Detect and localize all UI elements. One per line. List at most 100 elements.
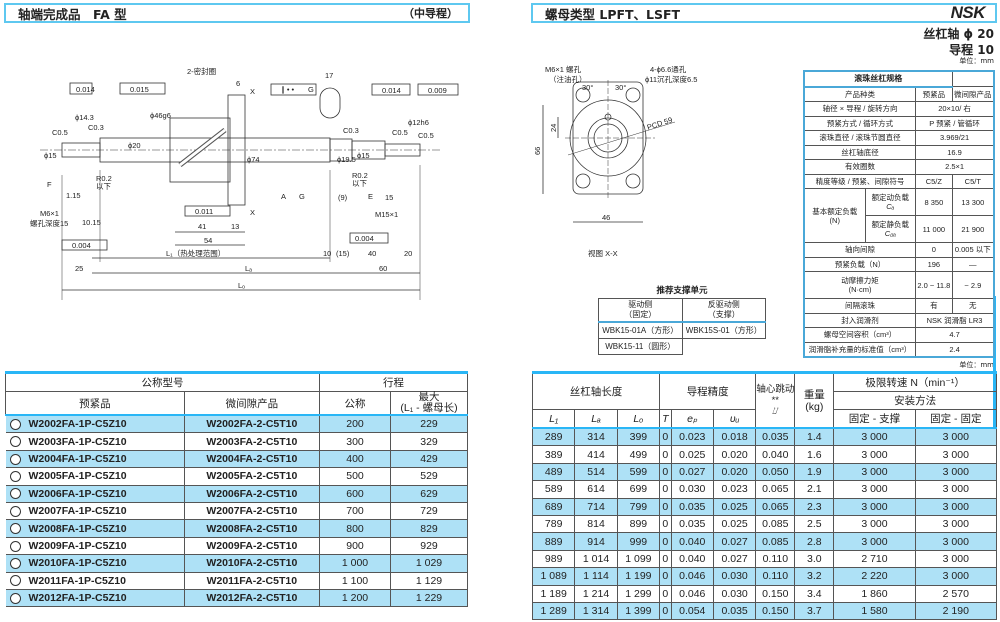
weight-cell: 2.3 (794, 497, 835, 516)
lb-cell: 514 (574, 462, 618, 482)
oil-hole-note: （注油孔） (549, 74, 587, 84)
header-weight-unit: (kg) (805, 400, 824, 413)
radio-select-icon[interactable] (9, 436, 21, 448)
micro-gap-model: W2011FA-2-C5T10 (184, 571, 321, 590)
thread-label: M6×1 (40, 209, 59, 218)
radio-select-icon[interactable] (9, 418, 21, 430)
dimension-label: 66 (533, 147, 542, 155)
preload-model-cell[interactable]: W2009FA-1P-C5Z10 (5, 536, 185, 556)
preload-model-cell[interactable]: W2012FA-1P-C5Z10 (5, 588, 185, 608)
speed-fixed-support-cell: 3 000 (833, 514, 916, 534)
preload-model-cell[interactable]: W2007FA-1P-C5Z10 (5, 501, 185, 521)
vu-cell: 0.023 (712, 480, 757, 499)
preload-model-cell[interactable]: W2011FA-1P-C5Z10 (5, 571, 185, 590)
preload-model: W2010FA-1P-C5Z10 (28, 557, 127, 570)
spec-value: NSK 润滑脂 LR3 (915, 312, 995, 328)
radio-select-icon[interactable] (9, 453, 21, 465)
weight-cell: 1.4 (794, 427, 835, 447)
page-edge-bar (993, 296, 996, 436)
header-runout-label: 轴心跳动 ** (756, 384, 795, 406)
spec-label: 丝杠轴底径 (803, 144, 917, 160)
radio-select-icon[interactable] (9, 558, 21, 570)
l1-cell: 1 289 (531, 601, 576, 621)
runout-cell: 0.085 (755, 532, 796, 551)
lb-cell: 814 (574, 514, 618, 534)
spec-value: 8 350 (915, 188, 953, 216)
speed-fixed-fixed-cell: 2 570 (914, 584, 998, 603)
dimension-label: (15) (336, 249, 350, 258)
right-section-header: 螺母类型 LPFT、LSFT NSK (531, 3, 997, 23)
dimension-label: (9) (338, 193, 348, 202)
spec-value: 21 900 (951, 215, 995, 243)
right-section-title: 螺母类型 LPFT、LSFT (545, 6, 681, 22)
dimension-label: 6 (236, 79, 240, 88)
l1-cell: 589 (531, 480, 576, 499)
spec-label: 额定动负载 (871, 193, 910, 202)
preload-model-cell[interactable]: W2003FA-1P-C5Z10 (5, 432, 185, 451)
speed-fixed-support-cell: 3 000 (833, 445, 916, 464)
section-mark: X (250, 87, 255, 96)
lb-cell: 714 (574, 497, 618, 516)
support-unit-item: WBK15S-01（方形） (681, 321, 766, 339)
unit-label: 单位：mm (959, 57, 994, 65)
lo-cell: 899 (616, 514, 661, 534)
ep-cell: 0.035 (670, 514, 714, 534)
spec-value: ~ 2.9 (951, 271, 995, 299)
radio-select-icon[interactable] (9, 471, 21, 483)
speed-fixed-fixed-cell: 3 000 (914, 480, 998, 499)
thread-label: M15×1 (375, 210, 398, 219)
preload-model-cell[interactable]: W2004FA-1P-C5Z10 (5, 449, 185, 469)
spec-label: 润滑脂补充量的标准值（cm³） (803, 341, 917, 358)
radio-select-icon[interactable] (9, 505, 21, 517)
length-lb-label: Lₐ (245, 264, 252, 273)
t-cell: 0 (659, 497, 672, 516)
preload-model-cell[interactable]: W2002FA-1P-C5Z10 (5, 414, 185, 434)
weight-cell: 3.0 (794, 549, 835, 569)
radio-select-icon[interactable] (9, 575, 21, 587)
radio-select-icon[interactable] (9, 488, 21, 500)
weight-cell: 1.6 (794, 445, 835, 464)
diameter-label: ϕ15 (44, 151, 57, 160)
specification-data-table: 丝杠轴长度 导程精度 轴心跳动 **⌰ 重量(kg) 极限转速 N（min⁻¹）… (531, 371, 998, 621)
preload-model-cell[interactable]: W2006FA-1P-C5Z10 (5, 484, 185, 503)
radio-select-icon[interactable] (9, 592, 21, 604)
screw-shaft (99, 137, 331, 163)
runout-cell: 0.150 (755, 601, 796, 621)
diameter-label: ϕ14.3 (75, 113, 94, 122)
speed-fixed-fixed-cell: 3 000 (914, 567, 998, 586)
stroke-max: 929 (390, 536, 468, 556)
drive-side-sub: （固定） (624, 310, 657, 319)
shaft-side-view (40, 82, 459, 300)
runout-label: 0.009 (428, 86, 447, 95)
speed-fixed-support-cell: 3 000 (833, 480, 916, 499)
speed-fixed-support-cell: 1 580 (833, 601, 916, 621)
header-fixed-support: 固定 - 支撑 (833, 409, 916, 429)
radio-select-icon[interactable] (9, 523, 21, 535)
vu-cell: 0.030 (712, 567, 757, 586)
spec-value: C5/Z (915, 173, 953, 189)
radio-select-icon[interactable] (9, 540, 21, 552)
load-label: 基本额定负载(N) (803, 188, 866, 243)
idle-side-header: 反驱动侧（支撑） (681, 298, 766, 323)
preload-model-cell[interactable]: W2010FA-1P-C5Z10 (5, 554, 185, 573)
spec-label: 预紧负载（N） (803, 256, 917, 272)
header-shaft-length: 丝杠轴长度 (531, 371, 661, 410)
spec-unit: (N·cm) (848, 285, 872, 294)
pcd-label: PCD 59 (646, 115, 674, 132)
runout-cell: 0.085 (755, 514, 796, 534)
lb-cell: 414 (574, 445, 618, 464)
lead: 导程 10 (949, 43, 994, 57)
oil-hole-label: M6×1 螺孔 (545, 64, 582, 74)
model-number-table: 公称型号行程 公称最大(L₁ - 螺母长) 预紧品微间隙产品 W2002FA-1… (5, 371, 468, 608)
preload-model-cell[interactable]: W2008FA-1P-C5Z10 (5, 519, 185, 538)
l1-cell: 389 (531, 445, 576, 464)
preload-model-cell[interactable]: W2005FA-1P-C5Z10 (5, 467, 185, 486)
l1-cell: 789 (531, 514, 576, 534)
header-weight: 重量(kg) (794, 371, 835, 429)
l1-cell: 989 (531, 549, 576, 569)
header-l1: L₁ (531, 409, 576, 429)
